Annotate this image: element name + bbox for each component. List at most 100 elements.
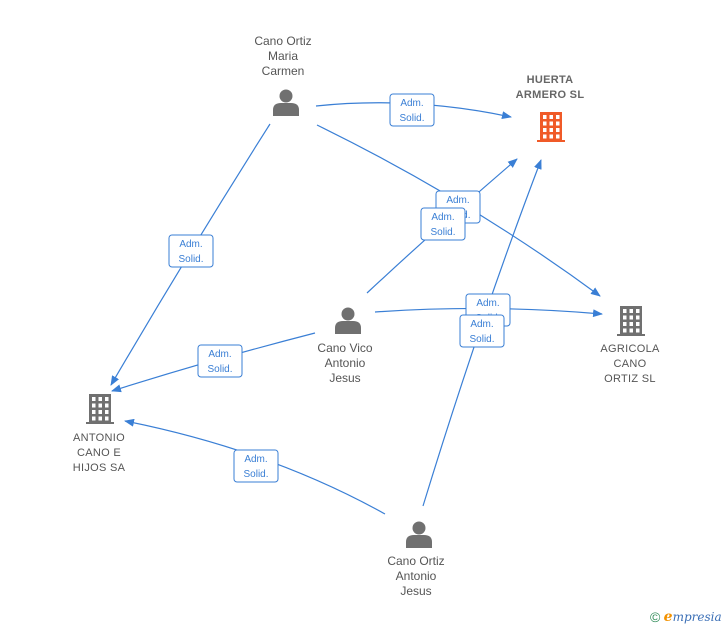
building-window: [549, 115, 553, 119]
edge-label-text: Adm.: [476, 298, 499, 309]
building-window: [629, 328, 633, 333]
edge-label-text: Solid.: [207, 364, 232, 375]
building-window: [98, 410, 102, 414]
label-line: Jesus: [329, 371, 361, 385]
edge-label-adm-solid[interactable]: Adm.Solid.: [420, 207, 466, 241]
label-line: HUERTA: [526, 74, 574, 86]
building-window: [543, 115, 547, 119]
person-head: [412, 521, 426, 535]
label-line: Cano Vico: [317, 341, 373, 355]
edge-label-text: Adm.: [470, 319, 493, 330]
label-line: CANO E: [77, 447, 121, 459]
edge-label-adm-solid[interactable]: Adm. Solid.: [389, 93, 435, 127]
edge-label-text: Adm.: [179, 239, 202, 250]
edge-label-adm-solid[interactable]: Adm. Solid.: [197, 344, 243, 378]
label-line: ORTIZ SL: [604, 373, 656, 385]
person-body: [335, 321, 361, 334]
building-window: [556, 128, 560, 132]
building-window: [623, 315, 627, 320]
edge-label-adm-solid[interactable]: Adm.Solid.: [459, 314, 505, 348]
building-window: [629, 309, 633, 313]
brand-logo: empresia: [663, 609, 722, 625]
building-window: [629, 315, 633, 320]
edge-label-adm-solid[interactable]: Adm. Solid.: [233, 449, 279, 483]
building-window: [549, 134, 553, 139]
edge-label-text: Adm.: [208, 349, 231, 360]
building-window: [92, 397, 96, 401]
label-line: CANO: [613, 358, 647, 370]
building-window: [556, 121, 560, 126]
edge-label-text: Solid.: [430, 227, 455, 238]
building-window: [92, 410, 96, 414]
edge-label-box: [420, 207, 466, 241]
label-line: Antonio: [324, 356, 366, 370]
label-line: AGRICOLA: [600, 343, 660, 355]
building-window: [623, 309, 627, 313]
node-label-agricola-cano-ortiz-sl[interactable]: AGRICOLA CANO ORTIZ SL: [580, 342, 680, 387]
building-window: [636, 309, 640, 313]
edge-label-text: Adm.: [244, 454, 267, 465]
node-label-antonio-cano-e-hijos-sa[interactable]: ANTONIO CANO E HIJOS SA: [49, 431, 149, 476]
building-window: [636, 315, 640, 320]
edge-label-text: Adm.: [446, 195, 469, 206]
building-base: [617, 334, 645, 336]
building-window: [556, 134, 560, 139]
person-icon[interactable]: [273, 89, 299, 117]
person-head: [279, 89, 293, 103]
building-base: [86, 422, 114, 424]
building-icon[interactable]: [537, 112, 565, 142]
person-body: [406, 535, 432, 548]
person-icon[interactable]: [406, 521, 432, 549]
building-window: [105, 403, 109, 408]
label-line: ARMERO SL: [515, 89, 585, 101]
building-window: [629, 322, 633, 326]
label-line: ANTONIO: [72, 432, 125, 444]
edge-label-text: Solid.: [243, 469, 268, 480]
edge-label-box: [168, 234, 214, 268]
building-window: [543, 128, 547, 132]
building-window: [98, 397, 102, 401]
label-line: Antonio: [395, 569, 437, 583]
building-window: [636, 328, 640, 333]
node-label-cano-ortiz-maria-carmen[interactable]: Cano Ortiz Maria Carmen: [233, 34, 333, 79]
person-body: [273, 103, 299, 116]
building-window: [105, 416, 109, 421]
building-window: [543, 121, 547, 126]
building-icon[interactable]: [86, 394, 114, 424]
label-line: Jesus: [400, 584, 432, 598]
building-window: [556, 115, 560, 119]
label-line: Maria: [267, 49, 298, 63]
edge-label-text: Adm.: [400, 98, 423, 109]
edge-label-adm-solid[interactable]: Adm. Solid.: [168, 234, 214, 268]
building-window: [105, 410, 109, 414]
building-window: [92, 416, 96, 421]
footer-brand[interactable]: © empresia: [650, 609, 722, 625]
edge-label-box: [459, 314, 505, 348]
building-window: [636, 322, 640, 326]
building-window: [92, 403, 96, 408]
node-label-cano-vico-antonio-jesus[interactable]: Cano Vico Antonio Jesus: [295, 341, 395, 386]
building-base: [537, 140, 565, 142]
node-label-cano-ortiz-antonio-jesus[interactable]: Cano Ortiz Antonio Jesus: [366, 554, 466, 599]
edge-label-box: [389, 93, 435, 127]
person-head: [341, 307, 355, 321]
label-line: HIJOS SA: [72, 462, 126, 474]
building-window: [105, 397, 109, 401]
person-icon[interactable]: [335, 307, 361, 335]
edge-label-box: [197, 344, 243, 378]
building-window: [623, 328, 627, 333]
node-label-huerta-armero-sl[interactable]: HUERTA ARMERO SL: [498, 73, 602, 103]
label-line: Cano Ortiz: [254, 34, 312, 48]
building-icon[interactable]: [617, 306, 645, 336]
building-window: [549, 128, 553, 132]
edge-label-box: [233, 449, 279, 483]
copyright-icon: ©: [650, 609, 661, 625]
label-line: Carmen: [261, 64, 305, 78]
building-window: [98, 403, 102, 408]
building-window: [623, 322, 627, 326]
edge-label-text: Solid.: [178, 254, 203, 265]
edge-label-text: Solid.: [399, 113, 424, 124]
label-line: Cano Ortiz: [387, 554, 445, 568]
building-window: [543, 134, 547, 139]
